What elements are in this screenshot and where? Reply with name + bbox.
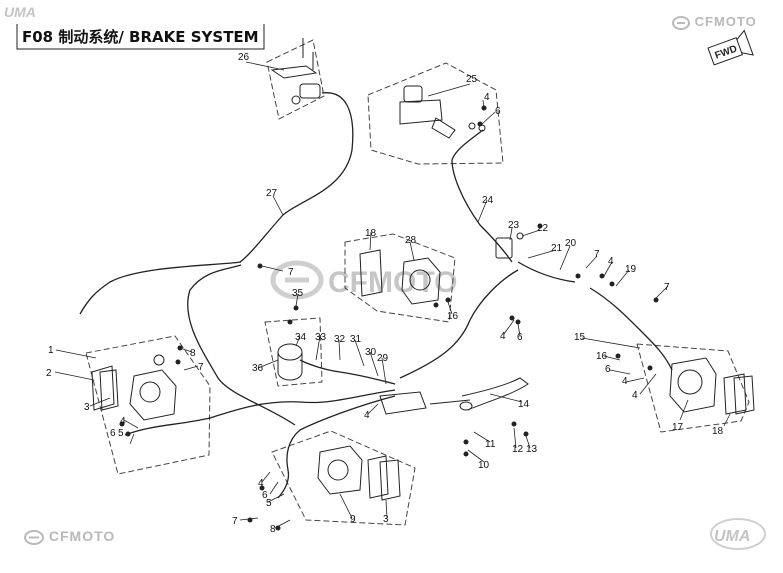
callout-number: 7 xyxy=(198,362,204,373)
rear-pedal-14 xyxy=(379,377,529,415)
callout-number: 7 xyxy=(232,516,238,527)
callout-number: 11 xyxy=(485,439,496,450)
callout-number: 30 xyxy=(365,347,377,358)
callout-number: 17 xyxy=(672,422,684,433)
callout-number: 4 xyxy=(608,256,614,267)
callout-number: 6 xyxy=(262,490,268,501)
callout-number: 3 xyxy=(383,514,389,525)
master-cylinder-25 xyxy=(399,85,486,139)
callout-number: 31 xyxy=(350,334,362,345)
caliper-rear-lower-9 xyxy=(317,445,401,501)
uma-logo-bottom: UMA xyxy=(710,518,766,550)
leader-lines xyxy=(54,61,731,529)
callout-number: 18 xyxy=(712,426,724,437)
callout-number: 4 xyxy=(258,478,264,489)
callout-number: 4 xyxy=(484,92,490,103)
callout-number: 6 xyxy=(605,364,611,375)
watermark-ring-icon xyxy=(270,260,324,300)
callout-number: 35 xyxy=(292,288,304,299)
callout-number: 4 xyxy=(120,416,126,427)
callout-number: 8 xyxy=(190,348,196,359)
callout-number: 12 xyxy=(512,444,524,455)
callout-number: 23 xyxy=(508,220,520,231)
caliper-rear-28 xyxy=(359,249,441,305)
callout-number: 15 xyxy=(574,332,586,343)
center-watermark: CFMOTO xyxy=(270,260,457,300)
cfmoto-text-top: CFMOTO xyxy=(694,14,757,29)
callout-number: 1 xyxy=(48,345,54,356)
uma-ring-icon xyxy=(710,518,766,550)
callout-number: 33 xyxy=(315,332,327,343)
callout-number: 14 xyxy=(518,399,530,410)
callout-number: 3 xyxy=(84,402,90,413)
caliper-front-left xyxy=(91,354,177,421)
fwd-indicator: FWD xyxy=(707,29,754,66)
reservoir-36 xyxy=(277,343,303,381)
brake-lever-26 xyxy=(270,38,321,105)
title-frame xyxy=(16,24,265,50)
callout-number: 7 xyxy=(594,249,600,260)
callout-number: 8 xyxy=(270,524,276,535)
callout-number: 5 xyxy=(118,428,124,439)
callout-number: 5 xyxy=(266,498,272,509)
callout-number: 25 xyxy=(466,74,478,85)
callout-number: 4 xyxy=(364,410,370,421)
callout-number: 16 xyxy=(447,311,459,322)
callout-number: 6 xyxy=(517,332,523,343)
callout-number: 32 xyxy=(334,334,346,345)
callout-number: 24 xyxy=(482,195,494,206)
cfmoto-logo-top: CFMOTO xyxy=(672,14,757,30)
caliper-front-right xyxy=(669,357,755,415)
cfmoto-mark-icon xyxy=(24,529,44,545)
callout-number: 19 xyxy=(625,264,637,275)
brake-lines xyxy=(79,92,673,499)
callout-number: 26 xyxy=(238,52,250,63)
uma-logo-top: UMA xyxy=(4,4,36,20)
callout-number: 16 xyxy=(596,351,608,362)
page-title: F08 制动系统/ BRAKE SYSTEM xyxy=(22,28,259,46)
callout-number: 9 xyxy=(350,514,356,525)
callout-number: 10 xyxy=(478,460,490,471)
callout-number: 6 xyxy=(110,428,116,439)
callout-number: 7 xyxy=(288,267,294,278)
callout-number: 2 xyxy=(46,368,52,379)
callout-number: 4 xyxy=(622,376,628,387)
title-box: F08 制动系统/ BRAKE SYSTEM xyxy=(16,24,266,50)
uma-text-bottom: UMA xyxy=(714,528,751,545)
callout-number: 29 xyxy=(377,353,389,364)
callout-number: 20 xyxy=(565,238,577,249)
callout-number: 7 xyxy=(664,282,670,293)
watermark-text: CFMOTO xyxy=(328,266,457,299)
callout-number: 4 xyxy=(632,390,638,401)
junction-block-23 xyxy=(495,232,524,259)
callout-number: 13 xyxy=(526,444,538,455)
cfmoto-logo-bottom: CFMOTO xyxy=(24,528,115,545)
callout-number: 21 xyxy=(551,243,563,254)
cfmoto-text-bottom: CFMOTO xyxy=(48,528,116,544)
callout-number: 22 xyxy=(537,223,549,234)
cfmoto-mark-icon xyxy=(672,15,690,30)
callout-number: 34 xyxy=(295,332,307,343)
callout-number: 18 xyxy=(365,228,377,239)
callout-number: 36 xyxy=(252,363,264,374)
callout-number: 4 xyxy=(500,331,506,342)
callout-number: 6 xyxy=(495,106,501,117)
fasteners xyxy=(119,105,659,531)
svg-text:FWD: FWD xyxy=(713,44,738,62)
callout-number: 28 xyxy=(405,235,417,246)
callout-number: 27 xyxy=(266,188,278,199)
